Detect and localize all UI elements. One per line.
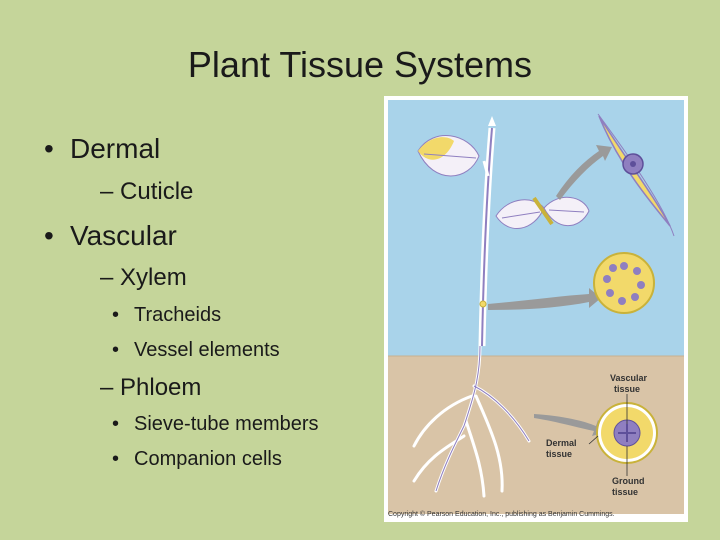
upper-leaf: [417, 135, 490, 177]
label-ground-tissue-2: tissue: [612, 487, 638, 497]
label-dermal-tissue-1: Dermal: [546, 438, 577, 448]
figure-copyright: Copyright © Pearson Education, Inc., pub…: [388, 511, 615, 518]
subbullet-phloem: – Phloem: [100, 374, 202, 401]
plant-diagram: Vascular tissue Dermal tissue Ground tis…: [388, 100, 684, 514]
label-vascular-tissue-2: tissue: [614, 384, 640, 394]
subsubbullet-vessel-elements: •Vessel elements: [112, 339, 280, 361]
leaf-cross-section: [597, 113, 675, 237]
subsubbullet-companion-cells: •Companion cells: [112, 448, 282, 470]
label-ground-tissue-1: Ground: [612, 476, 645, 486]
side-leaves: [495, 196, 590, 229]
subsubbullet-sieve-tube-members: •Sieve-tube members: [112, 413, 319, 435]
bullet-dermal: •Dermal: [44, 133, 161, 164]
slide-title: Plant Tissue Systems: [187, 44, 533, 85]
subsubbullet-tracheids: •Tracheids: [112, 304, 222, 326]
label-lines: [588, 394, 628, 476]
bullet-vascular: •Vascular: [44, 220, 177, 251]
subbullet-cuticle: – Cuticle: [100, 178, 194, 205]
stem-cross-section: [593, 252, 655, 314]
plant-tissue-figure: Vascular tissue Dermal tissue Ground tis…: [384, 96, 688, 522]
label-vascular-tissue-1: Vascular: [610, 373, 648, 383]
subbullet-xylem: – Xylem: [100, 264, 187, 291]
root-cross-section: [596, 402, 658, 464]
label-dermal-tissue-2: tissue: [546, 449, 572, 459]
pointer-arrows: [488, 145, 612, 436]
